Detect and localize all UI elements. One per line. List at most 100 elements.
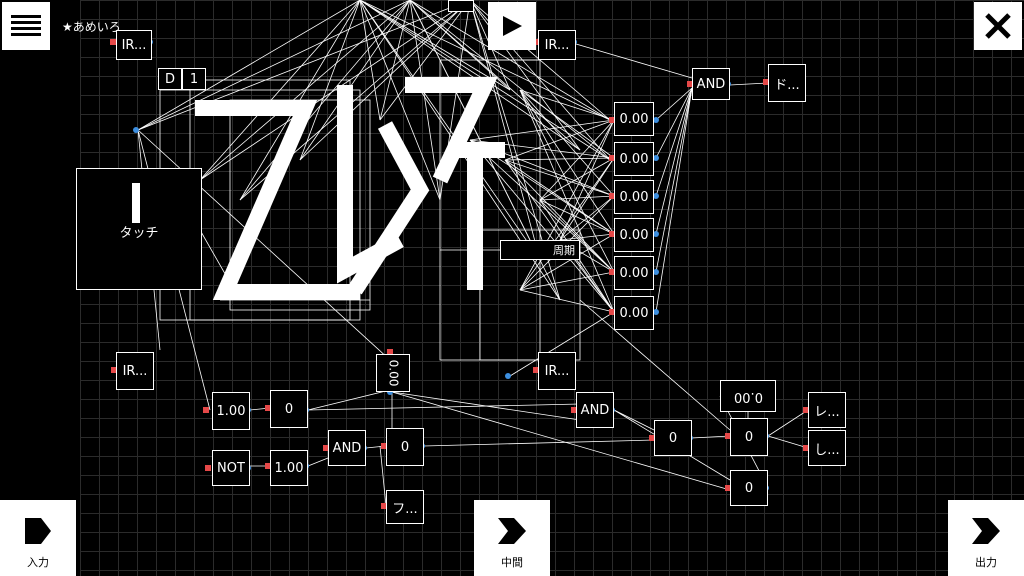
output-pin[interactable] <box>653 155 659 161</box>
node-label: 1.00 <box>216 403 246 419</box>
input-pin[interactable] <box>725 485 731 491</box>
constant-node[interactable]: 1.00 <box>270 450 308 486</box>
middle-panel-button[interactable]: 中間 <box>474 500 550 576</box>
counter-node[interactable]: 0 <box>270 390 308 428</box>
close-button[interactable] <box>974 2 1022 50</box>
value-display-node[interactable]: 0.00 <box>614 296 654 330</box>
output-panel-label: 出力 <box>975 556 997 569</box>
input-pin[interactable] <box>763 79 769 85</box>
and-gate-node[interactable]: AND <box>692 68 730 100</box>
input-pin[interactable] <box>609 155 615 161</box>
output-pin[interactable] <box>653 193 659 199</box>
input-pin[interactable] <box>803 407 809 413</box>
value-display-node[interactable]: 0.00 <box>614 142 654 176</box>
period-node[interactable]: 周期 <box>500 240 580 260</box>
input-pin[interactable] <box>803 445 809 451</box>
value-display-node[interactable]: 0.00 <box>614 218 654 252</box>
and-gate-node[interactable]: AND <box>328 430 366 466</box>
node-label: AND <box>580 402 610 418</box>
output-pin[interactable] <box>133 127 139 133</box>
touch-pad-node[interactable]: タッチ <box>76 168 202 290</box>
output-node[interactable]: し... <box>808 430 846 466</box>
favorite-star-icon: ★ <box>62 20 73 34</box>
wire <box>655 87 693 273</box>
output-node[interactable]: ド... <box>768 64 806 102</box>
input-pin[interactable] <box>687 81 693 87</box>
input-pin[interactable] <box>609 193 615 199</box>
wire <box>691 435 731 439</box>
input-pin[interactable] <box>203 407 209 413</box>
input-pin[interactable] <box>609 309 615 315</box>
wire <box>519 289 615 313</box>
wire <box>299 0 471 161</box>
counter-node[interactable]: 0 <box>730 418 768 456</box>
wire <box>519 89 615 121</box>
wire <box>519 89 615 235</box>
input-pin[interactable] <box>609 231 615 237</box>
ir-sensor-node[interactable]: IR... <box>538 352 576 390</box>
counter-node[interactable]: 0 <box>386 428 424 466</box>
input-pin[interactable] <box>265 405 271 411</box>
wire <box>409 0 581 151</box>
node-label: 0 <box>744 480 754 496</box>
and-gate-node[interactable]: AND <box>576 392 614 428</box>
output-pin[interactable] <box>653 269 659 275</box>
input-pin[interactable] <box>381 503 387 509</box>
input-pin[interactable] <box>265 463 271 469</box>
input-pin[interactable] <box>725 433 731 439</box>
wire <box>504 157 615 161</box>
value-display-node[interactable]: 0.00 <box>614 256 654 290</box>
input-pin[interactable] <box>323 445 329 451</box>
counter-node[interactable]: 0 <box>730 470 768 506</box>
node-label: IR... <box>122 363 148 379</box>
output-pin[interactable] <box>653 117 659 123</box>
input-panel-button[interactable]: 入力 <box>0 500 76 576</box>
ir-sensor-node[interactable]: IR... <box>116 30 152 60</box>
input-pin[interactable] <box>110 39 116 45</box>
menu-button[interactable] <box>2 2 50 50</box>
project-title: ★あめいろ <box>62 18 121 35</box>
input-pin[interactable] <box>533 39 539 45</box>
wire <box>539 119 615 201</box>
wire <box>469 139 615 273</box>
wire <box>767 409 809 437</box>
wire <box>579 299 731 431</box>
input-pin[interactable] <box>381 443 387 449</box>
wire <box>504 119 615 161</box>
input-pin[interactable] <box>387 349 393 355</box>
wire <box>559 233 615 241</box>
output-node[interactable]: フ... <box>386 490 424 524</box>
input-pin[interactable] <box>649 435 655 441</box>
input-pin[interactable] <box>205 465 211 471</box>
output-panel-button[interactable]: 出力 <box>948 500 1024 576</box>
not-gate-node[interactable]: NOT <box>212 450 250 486</box>
d-value-node[interactable]: 1 <box>182 68 206 90</box>
constant-node[interactable]: 1.00 <box>212 392 250 430</box>
counter-node[interactable]: 0 <box>654 420 692 456</box>
output-pin[interactable] <box>653 309 659 315</box>
input-pin[interactable] <box>111 367 117 373</box>
value-display-node[interactable]: 0.00 <box>614 102 654 136</box>
input-pin[interactable] <box>533 367 539 373</box>
node-label: タッチ <box>119 225 159 241</box>
input-pin[interactable] <box>609 117 615 123</box>
ir-sensor-node[interactable]: IR... <box>116 352 154 390</box>
output-pin[interactable] <box>653 231 659 237</box>
node-label: 周期 <box>553 244 575 257</box>
wire <box>519 233 615 291</box>
output-pin[interactable] <box>505 373 511 379</box>
ir-sensor-node[interactable]: IR... <box>538 30 576 60</box>
d-label-node[interactable]: D <box>158 68 182 90</box>
value-display-node[interactable]: 0.00 <box>614 180 654 214</box>
vertical-value-node[interactable]: 0.00 <box>376 354 410 392</box>
small-node[interactable] <box>448 0 474 12</box>
output-node[interactable]: レ... <box>808 392 846 428</box>
node-label: 0.00 <box>619 189 649 205</box>
group-outline <box>479 229 581 361</box>
input-pin[interactable] <box>609 269 615 275</box>
wire <box>504 159 615 197</box>
play-icon <box>503 16 522 36</box>
input-pin[interactable] <box>571 407 577 413</box>
play-button[interactable] <box>488 2 536 50</box>
flipped-value-node[interactable]: 0.00 <box>720 380 776 412</box>
